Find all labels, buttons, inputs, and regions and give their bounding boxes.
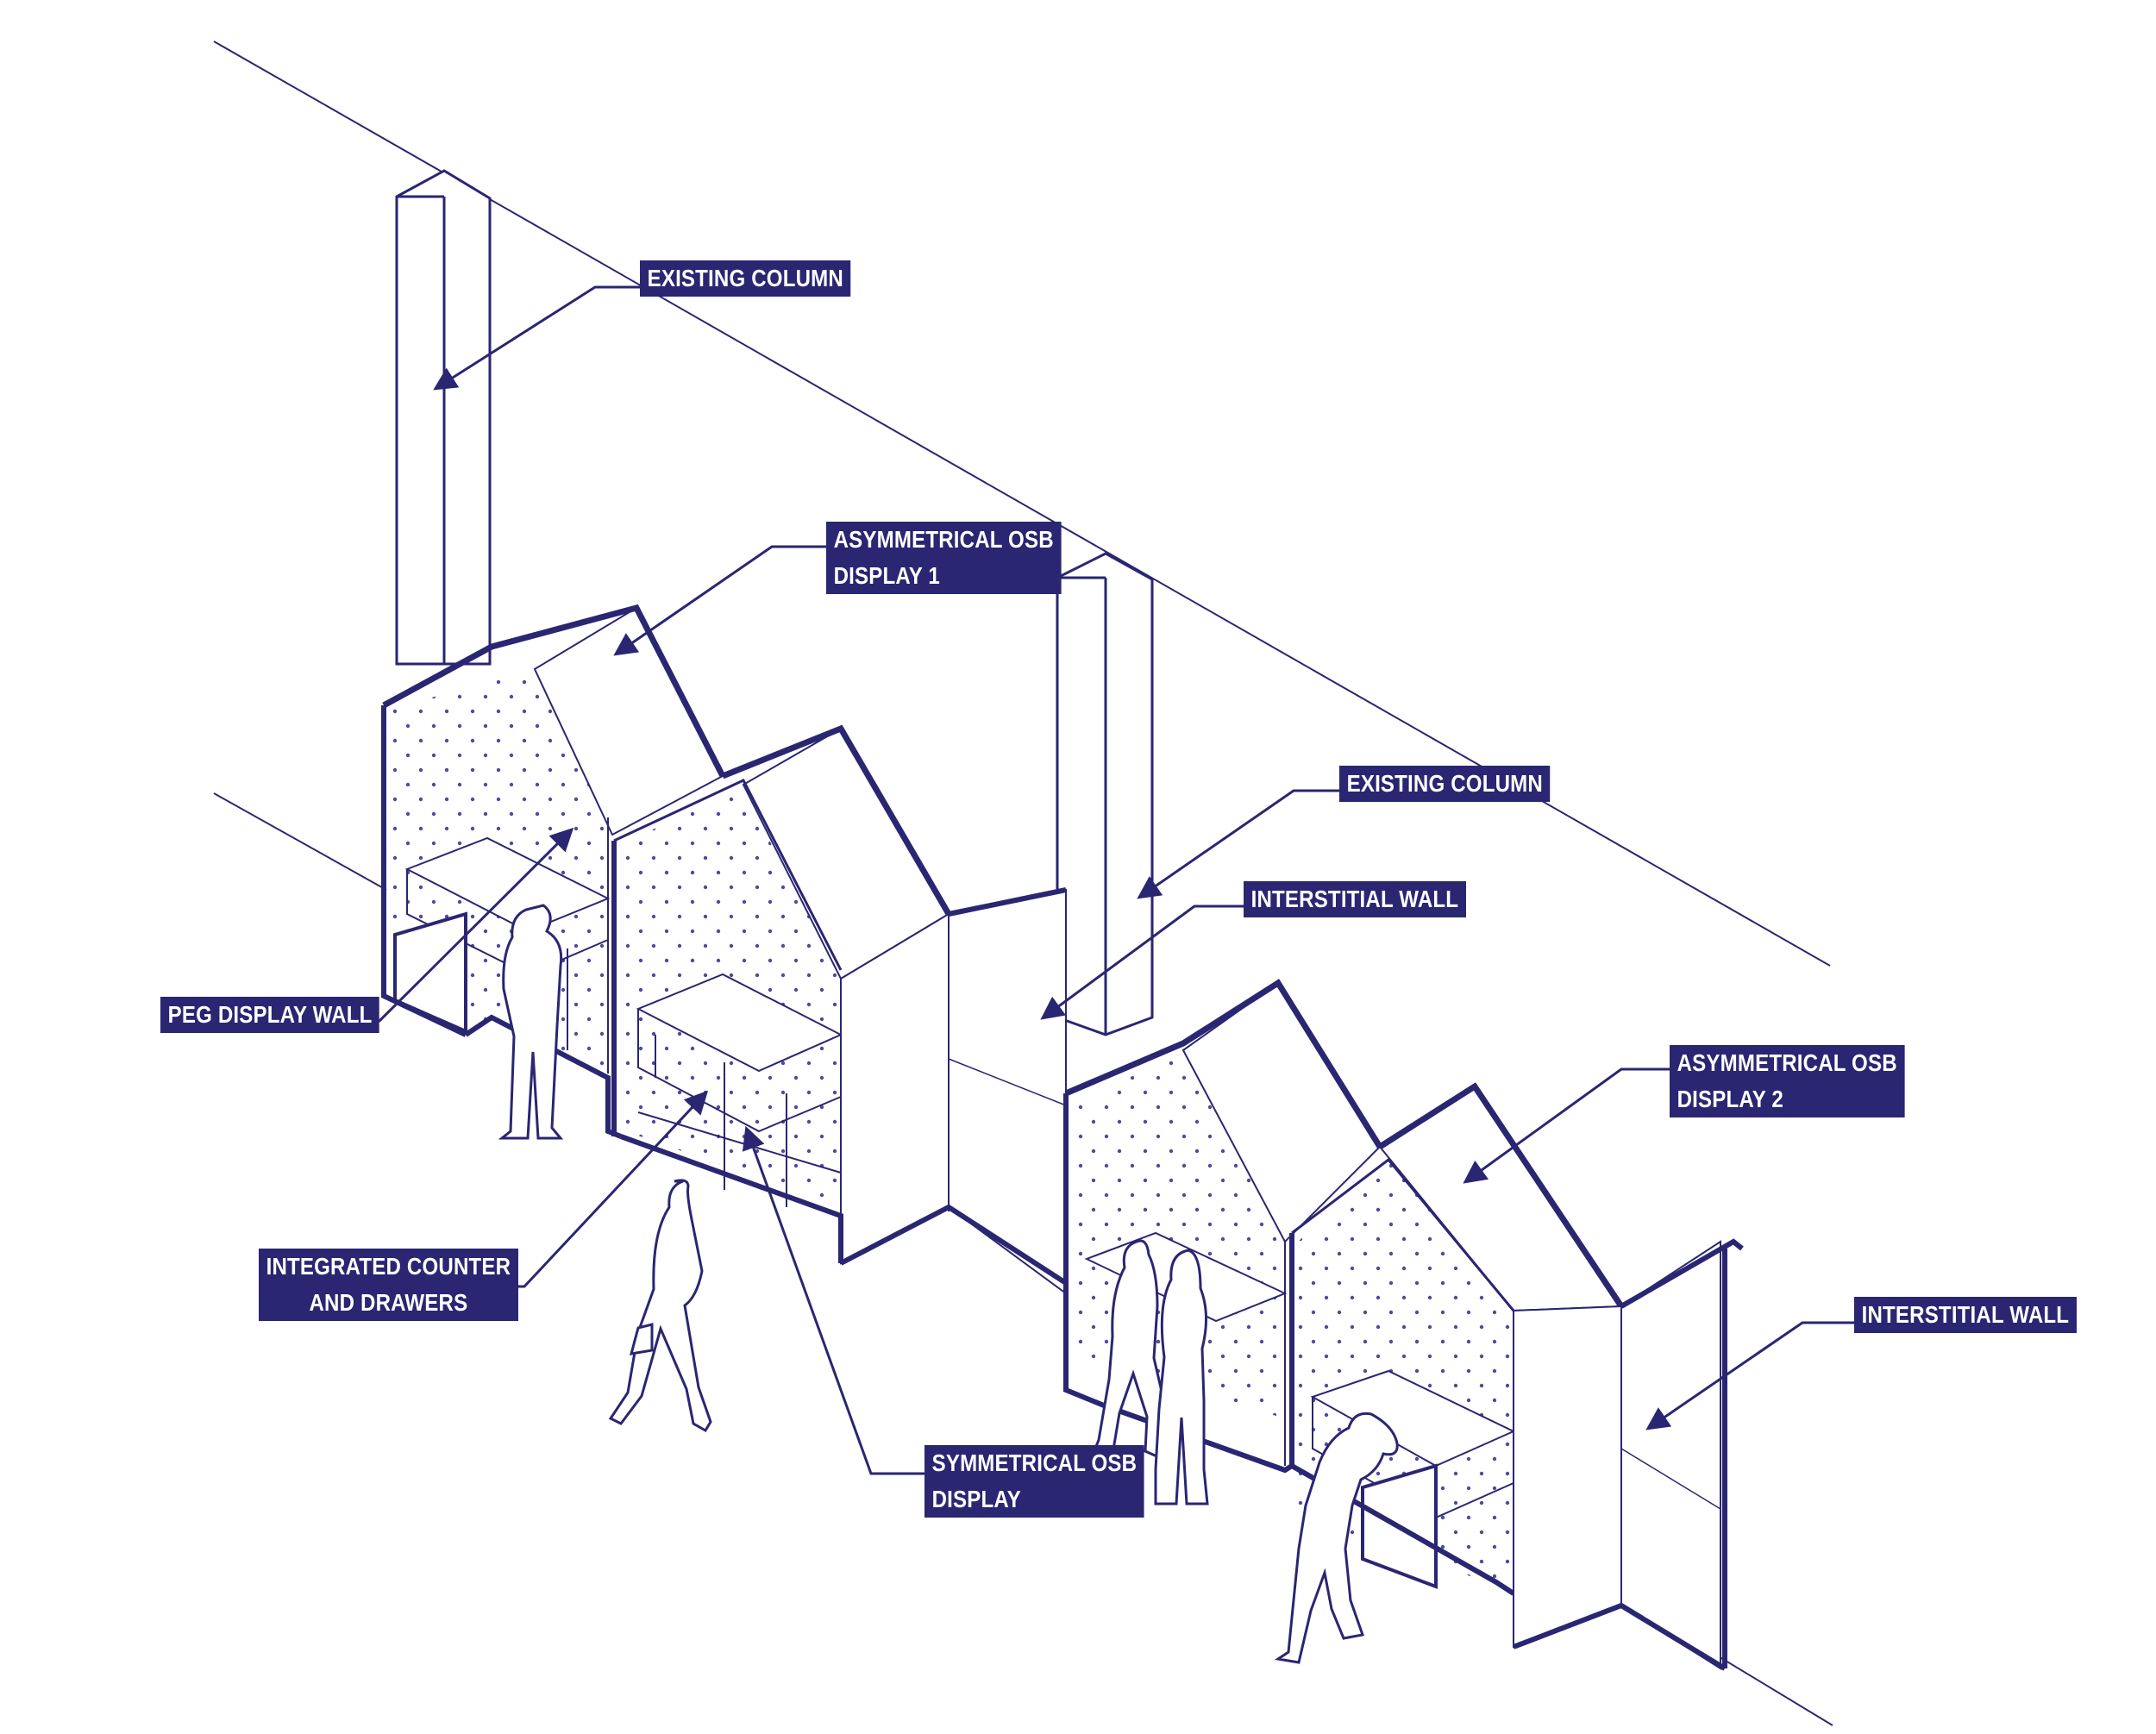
leader-existing-column-1 [433,285,640,391]
person-walking-icon [608,1179,712,1433]
person-pair-icon [1087,1239,1209,1506]
leader-asymmetrical-display-2 [1463,1067,1670,1184]
existing-column-1 [395,169,492,666]
label-existing-column-1: EXISTING COLUMN [640,260,851,297]
label-asymmetrical-osb-display-2: ASYMMETRICAL OSB DISPLAY 2 [1670,1045,1905,1117]
leader-existing-column-2 [1137,789,1339,899]
leader-symmetrical-display [742,1125,924,1475]
label-interstitial-wall-1: INTERSTITIAL WALL [1244,881,1466,917]
label-existing-column-2: EXISTING COLUMN [1339,766,1551,802]
symmetrical-osb-display [611,724,952,1265]
interstitial-wall-1 [839,887,1068,1295]
interstitial-wall-2 [1512,1238,1744,1671]
leader-interstitial-wall-1 [1040,905,1244,1020]
label-symmetrical-osb-display: SYMMETRICAL OSB DISPLAY [924,1445,1144,1518]
label-asymmetrical-osb-display-1: ASYMMETRICAL OSB DISPLAY 1 [826,522,1062,594]
label-integrated-counter-and-drawers: INTEGRATED COUNTER AND DRAWERS [259,1249,518,1321]
label-peg-display-wall: PEG DISPLAY WALL [160,997,380,1033]
person-bending-icon [1275,1412,1399,1664]
leader-interstitial-wall-2 [1645,1321,1854,1430]
person-browsing-icon [498,904,564,1140]
existing-column-2 [1056,552,1154,1036]
leader-asymmetrical-display-1 [613,545,826,656]
label-interstitial-wall-2: INTERSTITIAL WALL [1854,1297,2077,1333]
